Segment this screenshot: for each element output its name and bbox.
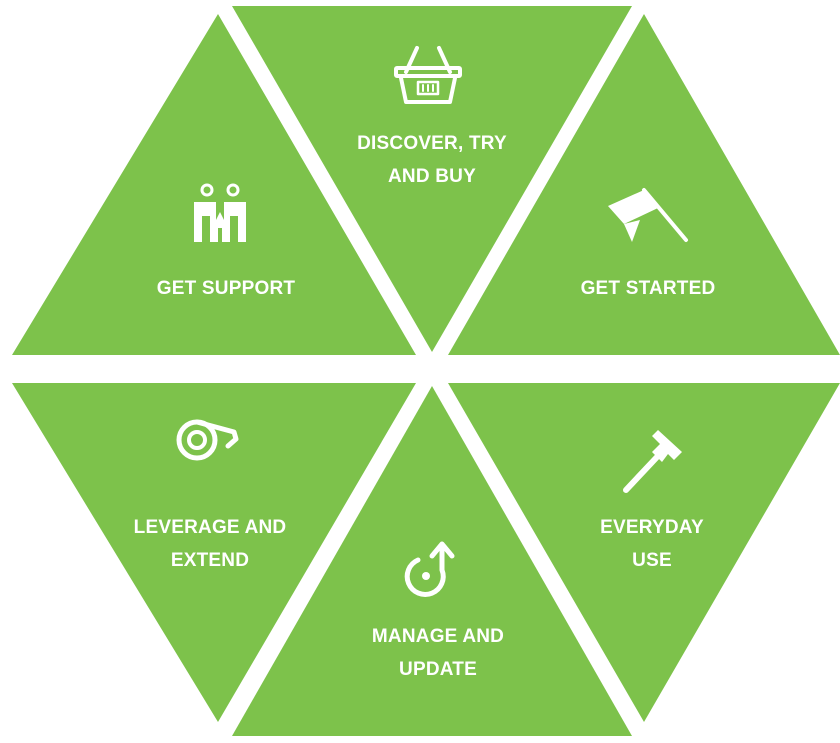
segment-everyday-use[interactable]	[448, 383, 840, 722]
hammer-icon	[623, 430, 682, 493]
everyday-use-label-line1: EVERYDAY	[600, 517, 704, 538]
get-started-label: GET STARTED	[581, 278, 716, 299]
segment-get-started[interactable]	[448, 14, 840, 355]
segment-manage-and-update[interactable]	[232, 386, 632, 736]
segment-get-support[interactable]	[12, 14, 416, 355]
discover-label-line1: DISCOVER, TRY	[357, 133, 507, 154]
everyday-use-label-line2: USE	[632, 550, 672, 571]
manage-update-label-line2: UPDATE	[399, 659, 477, 680]
two-people-icon	[194, 183, 246, 242]
discover-label-line2: AND BUY	[388, 166, 476, 187]
leverage-extend-label-line1: LEVERAGE AND	[134, 517, 287, 538]
leverage-extend-label-line2: EXTEND	[171, 550, 249, 571]
segment-leverage-and-extend[interactable]	[12, 383, 416, 722]
refresh-arrow-icon	[404, 541, 455, 597]
flag-icon	[608, 188, 688, 242]
segment-discover-try-and-buy[interactable]	[232, 6, 632, 352]
shopping-basket-icon	[394, 46, 462, 104]
tape-reel-icon	[176, 419, 239, 461]
manage-update-label-line1: MANAGE AND	[372, 626, 504, 647]
get-support-label: GET SUPPORT	[157, 278, 296, 299]
